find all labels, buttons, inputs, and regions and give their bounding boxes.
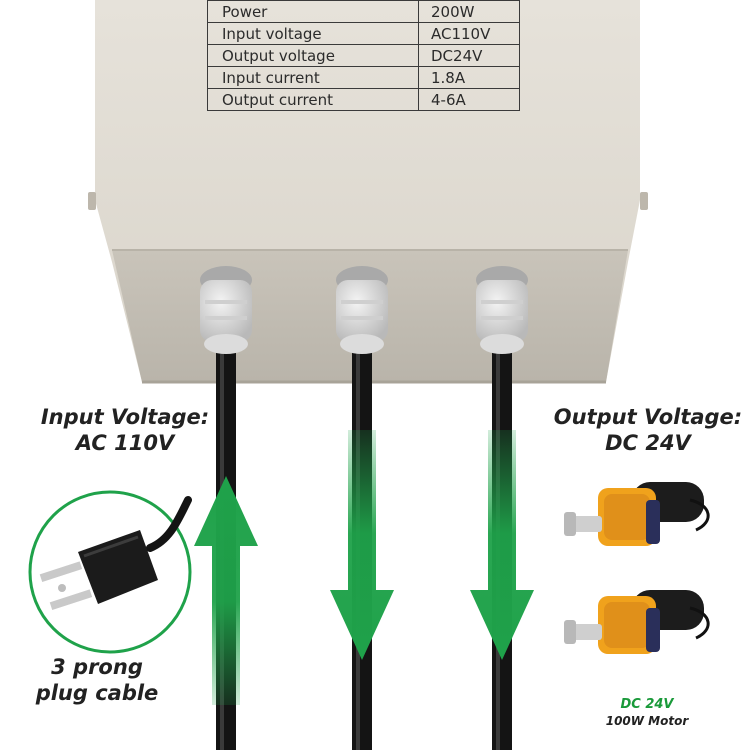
cable-gland-left [200, 266, 252, 354]
input-voltage-value: AC 110V [75, 431, 175, 455]
plug-cable-label: 3 prong plug cable [22, 654, 172, 706]
motor-caption: DC 24V 100W Motor [582, 696, 712, 729]
spec-value: AC110V [418, 22, 520, 45]
spec-label: Power [207, 0, 419, 23]
output-voltage-label: Output Voltage: DC 24V [548, 404, 748, 456]
table-row: Output voltage DC24V [207, 44, 520, 67]
motor-power: 100W Motor [605, 714, 689, 728]
plug-cable-line2: plug cable [35, 681, 159, 705]
spec-label: Input current [207, 66, 419, 89]
spec-label: Output voltage [207, 44, 419, 67]
motor-icon-top [564, 482, 710, 546]
motor-voltage: DC 24V [620, 697, 674, 712]
table-row: Input voltage AC110V [207, 22, 520, 45]
input-voltage-label: Input Voltage: AC 110V [30, 404, 220, 456]
arrow-up-icon [194, 476, 258, 705]
input-voltage-title: Input Voltage: [40, 405, 210, 429]
cable-gland-right [476, 266, 528, 354]
spec-value: 200W [418, 0, 520, 23]
spec-value: 4-6A [418, 88, 520, 111]
table-row: Power 200W [207, 0, 520, 23]
spec-value: 1.8A [418, 66, 520, 89]
cable-gland-middle [336, 266, 388, 354]
motor-icon-bottom [564, 590, 710, 654]
plug-icon [28, 490, 192, 654]
spec-value: DC24V [418, 44, 520, 67]
arrow-down-icon [470, 430, 534, 660]
plug-cable-line1: 3 prong [51, 655, 143, 679]
arrow-down-icon [330, 430, 394, 660]
spec-label: Input voltage [207, 22, 419, 45]
spec-table: Power 200W Input voltage AC110V Output v… [207, 0, 520, 111]
spec-label: Output current [207, 88, 419, 111]
table-row: Output current 4-6A [207, 88, 520, 111]
table-row: Input current 1.8A [207, 66, 520, 89]
output-voltage-title: Output Voltage: [553, 405, 743, 429]
output-voltage-value: DC 24V [605, 431, 691, 455]
